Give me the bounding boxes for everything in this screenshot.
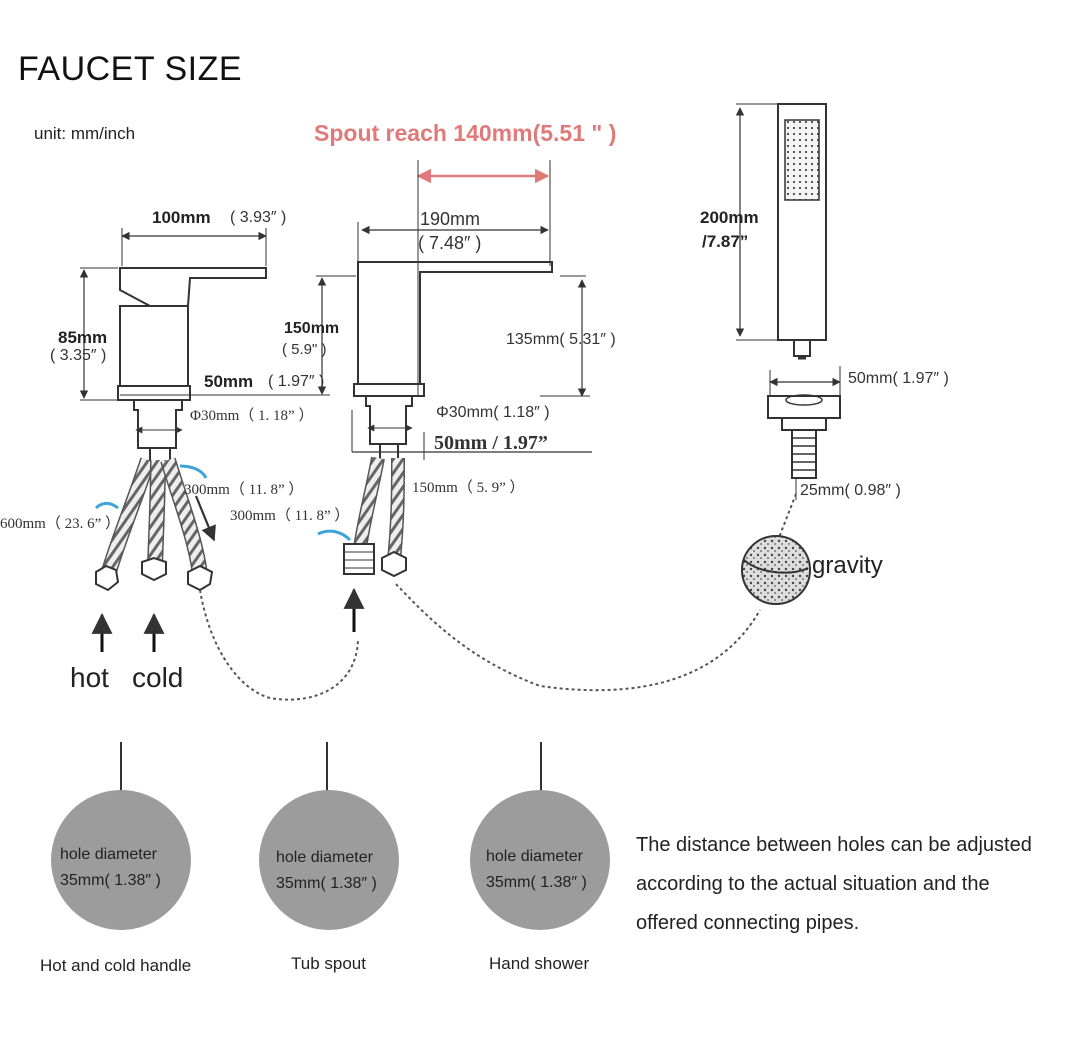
hole-text-shower: hole diameter 35mm( 1.38″ ) <box>486 844 587 895</box>
hole-label: hole diameter <box>486 848 583 865</box>
spout-length-label: 190mm <box>420 209 481 229</box>
handle-base-label: 50mm <box>204 372 254 391</box>
spout-outlet-label: 135mm( 5.31″ ) <box>506 331 616 348</box>
caption-spout: Tub spout <box>291 954 366 973</box>
handle-base <box>117 385 191 401</box>
caption-shower: Hand shower <box>489 954 590 973</box>
hole-size: 35mm( 1.38″ ) <box>276 874 377 892</box>
spout-length-in-label: ( 7.48″ ) <box>418 233 482 253</box>
hole-distance-note: The distance between holes can be adjust… <box>636 826 1032 943</box>
handle-width-label: 100mm <box>152 208 211 227</box>
gravity-ball <box>741 535 811 605</box>
handle-hoses <box>94 457 216 592</box>
hole-size: 35mm( 1.38″ ) <box>486 873 587 891</box>
hole-label: hole diameter <box>276 849 373 866</box>
note-line: according to the actual situation and th… <box>636 873 990 895</box>
handle-height-label: 85mm <box>58 328 108 347</box>
handle-height-in-label: ( 3.35″ ) <box>50 347 107 364</box>
spout-base <box>353 383 425 397</box>
hole-circle-shower <box>470 790 610 930</box>
shower-head <box>784 119 820 201</box>
handle-thread <box>133 399 183 449</box>
handle-hose2-label: 300mm（ 11. 8” ） <box>230 508 350 524</box>
hole-text-spout: hole diameter 35mm( 1.38″ ) <box>276 845 377 896</box>
spout-height-label: 150mm <box>284 320 340 337</box>
gravity-label: gravity <box>812 552 883 579</box>
spout-hose-label: 150mm（ 5. 9” ） <box>412 480 525 496</box>
hot-label: hot <box>70 662 109 693</box>
handle-body <box>119 305 189 387</box>
shower-height-label: 200mm <box>700 208 759 227</box>
hole-label: hole diameter <box>60 846 157 863</box>
hole-circle-spout <box>259 790 399 930</box>
handle-hose3-label: 600mm（ 23. 6” ） <box>0 516 120 532</box>
caption-handle: Hot and cold handle <box>40 956 192 975</box>
spout-body <box>357 261 553 385</box>
handle-width-in-label: ( 3.93″ ) <box>230 209 287 226</box>
handle-hose1-label: 300mm（ 11. 8” ） <box>184 482 304 498</box>
spout-height-in-label: ( 5.9" ) <box>282 341 327 358</box>
shower-height-in-label: /7.87” <box>702 232 749 251</box>
hole-circle-handle <box>51 790 191 930</box>
note-line: The distance between holes can be adjust… <box>636 834 1032 856</box>
note-line: offered connecting pipes. <box>636 912 860 934</box>
shower-mount <box>767 395 841 419</box>
spout-hoses <box>317 456 407 632</box>
shower-mount-label: 50mm( 1.97″ ) <box>848 370 949 387</box>
shower-thread-label: 25mm( 0.98″ ) <box>800 482 901 499</box>
handle-lever <box>119 267 267 307</box>
cold-label: cold <box>132 662 184 693</box>
handle-base-in-label: ( 1.97″ ) <box>268 373 325 390</box>
hole-size: 35mm( 1.38″ ) <box>60 871 161 889</box>
handle-thread-label: Φ30mm（ 1. 18” ） <box>190 408 314 424</box>
page-title: FAUCET SIZE <box>18 50 243 88</box>
hole-text-handle: hole diameter 35mm( 1.38″ ) <box>60 842 161 893</box>
spout-base-label: 50mm / 1.97” <box>434 432 548 454</box>
spout-thread <box>365 395 413 445</box>
spout-thread-label: Φ30mm( 1.18″ ) <box>436 404 550 421</box>
spout-reach-label: Spout reach 140mm(5.51 " ) <box>314 120 617 146</box>
unit-label: unit: mm/inch <box>34 124 136 143</box>
